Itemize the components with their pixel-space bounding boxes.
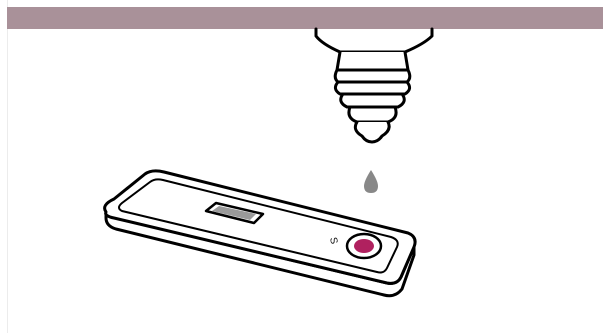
bottle-body <box>316 29 432 52</box>
dropper-tip <box>355 122 389 142</box>
dropper-bottle <box>316 29 432 142</box>
dropper-ring-2 <box>341 94 405 107</box>
dropper-ring-1 <box>335 82 409 94</box>
sample-well <box>347 234 381 258</box>
bottle-neck <box>337 52 408 70</box>
dropper-taper <box>349 107 396 122</box>
dropper-collar <box>335 70 410 82</box>
liquid-drop <box>364 170 378 193</box>
sample-well-liquid <box>354 239 374 253</box>
